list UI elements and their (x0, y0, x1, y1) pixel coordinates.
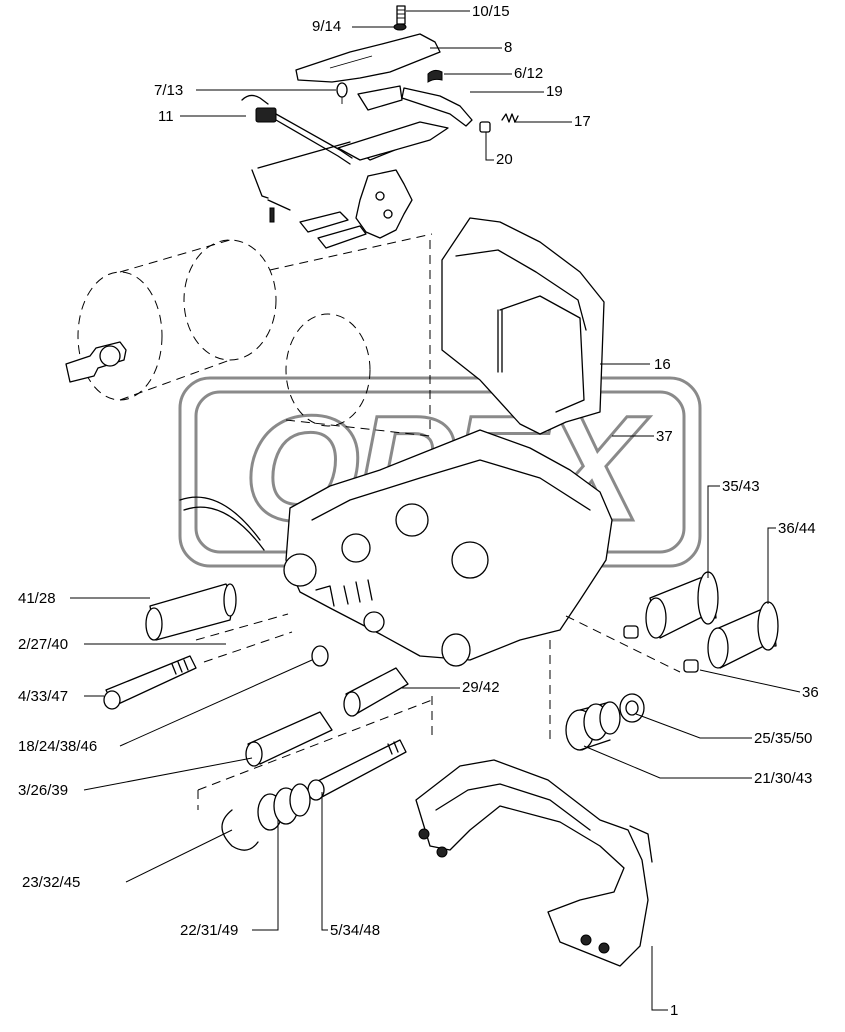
linkage-assembly (269, 169, 413, 249)
sleeve-29-42 (343, 667, 409, 717)
sleeve-41-28 (145, 583, 237, 641)
callout-7-13: 7/13 (154, 82, 183, 99)
bellows-21-30-43 (565, 701, 621, 751)
callout-10-15: 10/15 (472, 3, 510, 20)
washer-9-14 (393, 23, 407, 31)
callout-19: 19 (546, 83, 563, 100)
boot-35-43 (645, 571, 719, 639)
cap-small (623, 625, 639, 639)
callout-36: 36 (802, 684, 819, 701)
seal-22-31-49 (257, 783, 311, 831)
bolt-5-34-48 (307, 739, 407, 801)
callout-6-12: 6/12 (514, 65, 543, 82)
callout-2-27-40: 2/27/40 (18, 636, 68, 653)
callout-3-26-39: 3/26/39 (18, 782, 68, 799)
callout-5-34-48: 5/34/48 (330, 922, 380, 939)
plug-36 (683, 659, 699, 673)
pin-2-27-40 (195, 613, 293, 663)
callout-29-42: 29/42 (462, 679, 500, 696)
housing-cover-16 (441, 217, 605, 435)
callout-22-31-49: 22/31/49 (180, 922, 238, 939)
callout-1: 1 (670, 1002, 678, 1019)
clip-6-12 (427, 69, 443, 83)
callout-41-28: 41/28 (18, 590, 56, 607)
ring-23-32-45 (221, 809, 259, 851)
callout-16: 16 (654, 356, 671, 373)
pin-7-13 (336, 82, 348, 104)
callout-17: 17 (574, 113, 591, 130)
callout-25-35-50: 25/35/50 (754, 730, 812, 747)
carrier-bracket-1 (415, 759, 653, 967)
spring-17 (501, 113, 519, 123)
callout-4-33-47: 4/33/47 (18, 688, 68, 705)
rod-19 (401, 87, 473, 127)
cap-25-35-50 (619, 693, 645, 723)
callout-11: 11 (158, 108, 174, 125)
sleeve-3-26-39 (245, 711, 333, 767)
dashed-frame-left (197, 696, 433, 810)
cable-11 (241, 94, 353, 211)
callout-21-30-43: 21/30/43 (754, 770, 812, 787)
callout-23-32-45: 23/32/45 (22, 874, 80, 891)
callout-18-24-38-46: 18/24/38/46 (18, 738, 97, 755)
callout-36-44: 36/44 (778, 520, 816, 537)
leader-lines (70, 10, 801, 1011)
callout-labels: 10/15 9/14 8 7/13 6/12 19 11 17 20 16 37… (18, 3, 819, 1019)
callout-8: 8 (504, 39, 512, 56)
boot-36-44 (707, 601, 779, 669)
callout-20: 20 (496, 151, 513, 168)
plug-18-24-38-46 (311, 645, 329, 667)
brake-chamber-outline (77, 233, 433, 437)
bolt-4-33-47 (103, 655, 197, 710)
lever-plate-8 (295, 33, 441, 111)
nut-20 (479, 121, 491, 133)
callout-35-43: 35/43 (722, 478, 760, 495)
bolt-10-15 (396, 5, 406, 25)
plate-bracket (337, 121, 449, 161)
callout-9-14: 9/14 (312, 18, 341, 35)
push-rod (65, 341, 127, 383)
callout-37: 37 (656, 428, 673, 445)
caliper-body-37 (179, 429, 681, 742)
